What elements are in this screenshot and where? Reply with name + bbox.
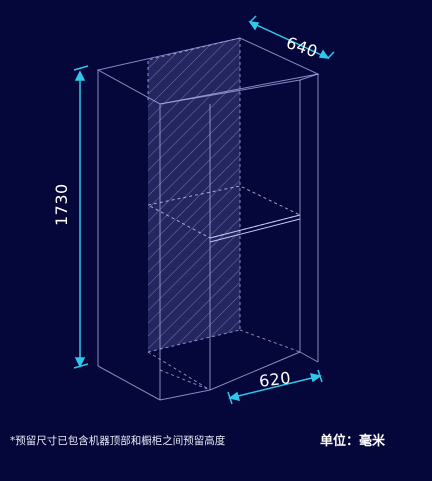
middle-shelf (146, 185, 302, 243)
width-dimension-line (229, 375, 321, 399)
unit-label: 单位：毫米 (320, 434, 386, 449)
height-dimension-label: 1730 (52, 183, 71, 226)
width-dimension-label: 620 (258, 368, 293, 391)
cabinet-outline (96, 37, 320, 401)
depth-dimension-line (249, 21, 329, 59)
dimension-lines (73, 15, 335, 405)
reserved-size-footnote: *预留尺寸已包含机器顶部和橱柜之间预留高度 (10, 435, 226, 447)
reserved-space-panel (148, 38, 240, 352)
